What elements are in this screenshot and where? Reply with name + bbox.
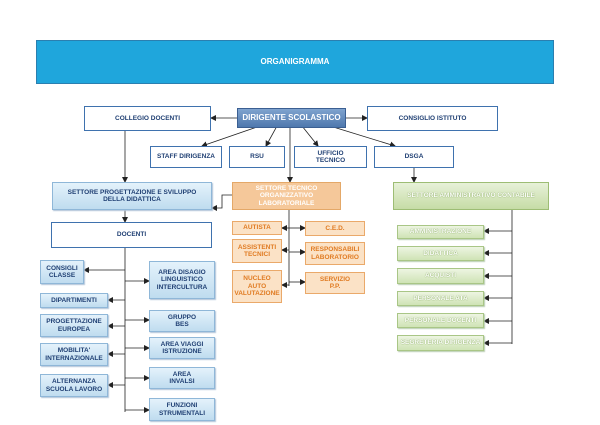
mobilita-internazionale-box: MOBILITA' INTERNAZIONALE xyxy=(40,343,108,366)
funzioni-strumentali-box: FUNZIONI STRUMENTALI xyxy=(149,398,215,421)
dipartimenti-box: DIPARTIMENTI xyxy=(40,293,108,308)
acquisti-box: ACQUISTI xyxy=(397,268,484,284)
dirigente-scolastico-box: DIRIGENTE SCOLASTICO xyxy=(237,108,346,128)
amministrazione-box: AMMINISTRAZIONE xyxy=(397,225,484,239)
servizio-pp-box: SERVIZIO P.P. xyxy=(305,272,365,294)
gruppo-bes-box: GRUPPO BES xyxy=(149,310,215,332)
ced-box: C.E.D. xyxy=(305,221,365,236)
progettazione-europea-box: PROGETTAZIONE EUROPEA xyxy=(40,314,108,337)
ufficio-tecnico-box: UFFICIO TECNICO xyxy=(294,146,367,168)
area-viaggi-istruzione-box: AREA VIAGGI ISTRUZIONE xyxy=(149,337,215,359)
segreteria-dirigenza-box: SEGRETERIA DIRIGENZA xyxy=(397,335,484,351)
nucleo-auto-valutazione-box: NUCLEO AUTO VALUTAZIONE xyxy=(232,270,282,303)
settore-amministrativo-header: SETTORE AMMINISTRATIVO CONTABILE xyxy=(393,182,549,210)
rsu-box: RSU xyxy=(229,146,285,168)
consiglio-istituto-box: CONSIGLIO ISTITUTO xyxy=(367,106,498,131)
dsga-box: DSGA xyxy=(374,146,454,168)
area-invalsi-box: AREA INVALSI xyxy=(149,367,215,389)
alternanza-scuola-lavoro-box: ALTERNANZA SCUOLA LAVORO xyxy=(40,374,108,397)
docenti-box: DOCENTI xyxy=(51,222,212,248)
area-disagio-box: AREA DISAGIO LINGUISTICO INTERCULTURA xyxy=(149,261,215,299)
didattica-box: DIDATTICA xyxy=(397,246,484,261)
collegio-docenti-box: COLLEGIO DOCENTI xyxy=(84,106,211,131)
settore-didattica-header: SETTORE PROGETTAZIONE E SVILUPPO DELLA D… xyxy=(52,182,212,210)
consigli-classe-box: CONSIGLI CLASSE xyxy=(40,260,84,284)
page-title: ORGANIGRAMMA xyxy=(36,40,554,84)
personale-ata-box: PERSONALE ATA xyxy=(397,291,484,306)
staff-dirigenza-box: STAFF DIRIGENZA xyxy=(150,146,222,168)
responsabili-laboratorio-box: RESPONSABILI LABORATORIO xyxy=(305,242,365,265)
settore-tecnico-header: SETTORE TECNICO ORGANIZZATIVO LABORATORI… xyxy=(232,182,341,210)
autista-box: AUTISTA xyxy=(232,221,282,235)
assistenti-tecnici-box: ASSISTENTI TECNICI xyxy=(232,239,282,263)
personale-docenti-box: PERSONALE DOCENTI xyxy=(397,313,484,328)
